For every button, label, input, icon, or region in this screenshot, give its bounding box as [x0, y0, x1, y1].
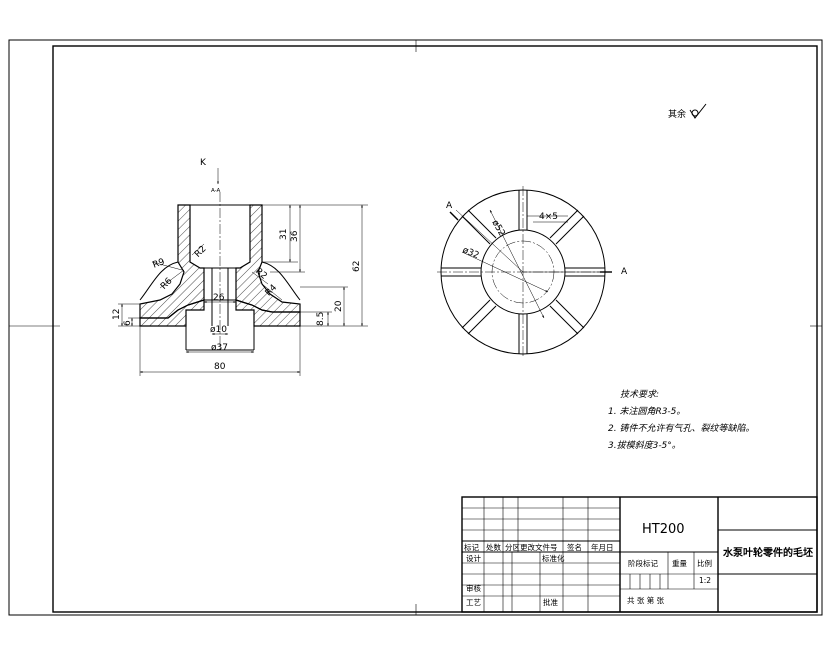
technical-notes: 技术要求: 1. 未注圆角R3-5。 2. 铸件不允许有气孔、裂纹等缺陷。 3.…	[608, 389, 754, 451]
notes-heading: 技术要求:	[620, 389, 659, 400]
section-view	[139, 192, 301, 352]
dim-6: 6	[123, 320, 133, 326]
title-block: HT200 水泵叶轮零件的毛坯 标记 处数 分区 更改文件号 签名 年月日 设计…	[461, 496, 818, 613]
sheet-frame	[8, 39, 823, 616]
sheet-count: 共 张 第 张	[627, 595, 665, 605]
section-hatch-right-base	[235, 299, 301, 327]
row-standard: 标准化	[542, 553, 565, 563]
header-date: 年月日	[591, 542, 614, 552]
dim-d37: ø37	[211, 343, 228, 353]
material-code: HT200	[642, 522, 685, 537]
dim-r2-left: R2	[193, 244, 209, 260]
dim-r9: R9	[151, 257, 166, 271]
surface-finish: 其余	[668, 103, 707, 120]
part-name: 水泵叶轮零件的毛坯	[722, 546, 813, 559]
row-process: 工艺	[466, 598, 481, 607]
header-change-doc: 更改文件号	[520, 542, 558, 552]
header-zone: 分区	[505, 543, 520, 552]
header-signature: 签名	[567, 542, 582, 552]
row-review: 审核	[466, 583, 481, 593]
dim-d10: ø10	[210, 325, 227, 335]
dim-12: 12	[112, 309, 122, 320]
dim-26: 26	[213, 293, 225, 303]
weight-label: 重量	[672, 559, 687, 568]
note-item-1: 1. 未注圆角R3-5。	[608, 406, 685, 417]
dim-8-5: 8.5	[316, 312, 326, 326]
header-mark: 标记	[464, 542, 479, 552]
row-design: 设计	[466, 553, 481, 563]
dim-62: 62	[352, 261, 362, 272]
stage-mark: 阶段标记	[628, 558, 658, 568]
note-item-2: 2. 铸件不允许有气孔、裂纹等缺陷。	[608, 423, 754, 434]
note-item-3: 3.拔模斜度3-5°。	[608, 440, 681, 451]
view-indicator: K A-A	[200, 158, 221, 194]
cut-label-a-left: A	[446, 201, 453, 211]
dim-31: 31	[279, 229, 289, 240]
dim-d32: ø32	[461, 246, 480, 262]
row-approve: 批准	[543, 597, 558, 607]
section-hatch-left-base	[139, 299, 205, 327]
view-arrow-label: K	[200, 158, 207, 168]
dim-80: 80	[214, 362, 226, 372]
dim-20: 20	[334, 300, 344, 312]
dim-d52: ø52	[489, 219, 506, 239]
dim-4x5: 4×5	[539, 212, 558, 222]
section-hatch-left-hub	[139, 204, 205, 319]
section-label: A-A	[211, 188, 221, 194]
scale-value: 1:2	[699, 576, 711, 585]
cut-label-a-right: A	[621, 267, 628, 277]
surface-finish-label: 其余	[668, 108, 686, 120]
top-view: A A 4×5 ø52 ø32	[437, 186, 628, 358]
scale-label: 比例	[697, 558, 712, 568]
dim-36: 36	[290, 230, 300, 242]
header-count: 处数	[486, 542, 501, 552]
